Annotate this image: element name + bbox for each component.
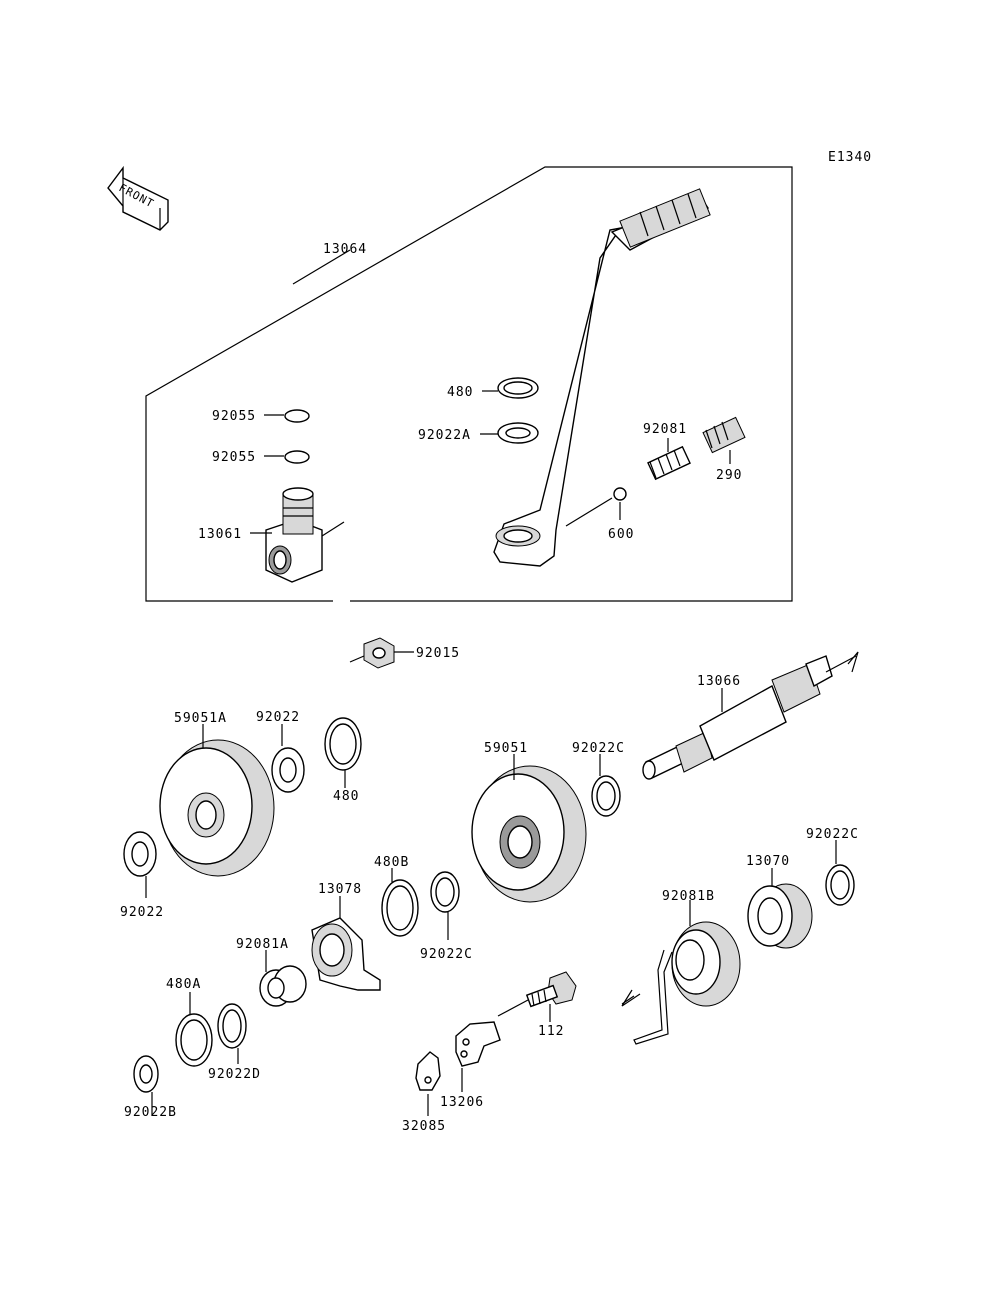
label-13066: 13066 <box>697 674 741 689</box>
label-92022C-c: 92022C <box>806 827 859 842</box>
label-13206: 13206 <box>440 1095 484 1110</box>
label-92081B: 92081B <box>662 889 715 904</box>
part-59051A-gear <box>159 739 275 877</box>
kick-pedal-arm <box>493 188 711 567</box>
part-13070-spring-guide <box>747 883 813 949</box>
label-92022D: 92022D <box>208 1067 261 1082</box>
label-92022-top: 92022 <box>256 710 300 725</box>
part-59051-gear <box>471 765 587 903</box>
label-92022C-a: 92022C <box>572 741 625 756</box>
label-480-top: 480 <box>447 385 473 400</box>
label-480A: 480A <box>166 977 201 992</box>
label-92022-left: 92022 <box>120 905 164 920</box>
part-92081B-torsion-spring <box>621 921 741 1045</box>
label-112: 112 <box>538 1024 564 1039</box>
label-92081-top: 92081 <box>643 422 687 437</box>
label-92015: 92015 <box>416 646 460 661</box>
part-13206-guide <box>455 1021 501 1067</box>
label-92022B: 92022B <box>124 1105 177 1120</box>
assembly-boundary-13064 <box>145 166 793 602</box>
label-32085: 32085 <box>402 1119 446 1134</box>
front-arrow-icon: FRONT <box>107 165 169 231</box>
part-13078-ratchet <box>311 917 381 991</box>
label-13070: 13070 <box>746 854 790 869</box>
label-92055-b: 92055 <box>212 450 256 465</box>
label-13078: 13078 <box>318 882 362 897</box>
part-92055-oring-b <box>284 450 310 464</box>
label-92081A: 92081A <box>236 937 289 952</box>
part-32085-stopper <box>415 1051 441 1091</box>
label-92055-a: 92055 <box>212 409 256 424</box>
label-480-mid: 480 <box>333 789 359 804</box>
part-112-bolt <box>525 971 577 1008</box>
part-600-ball <box>613 487 627 501</box>
label-290: 290 <box>716 468 742 483</box>
label-480B: 480B <box>374 855 409 870</box>
part-92055-oring-a <box>284 409 310 423</box>
leader-13064 <box>292 249 351 285</box>
part-290-plunger <box>702 416 746 454</box>
part-92015-nut <box>349 637 395 669</box>
label-59051A: 59051A <box>174 711 227 726</box>
label-92022A: 92022A <box>418 428 471 443</box>
part-13061-lever-boss <box>265 487 345 583</box>
part-92081-spring <box>647 445 691 481</box>
part-92081A-spring <box>259 965 307 1007</box>
diagram-code: E1340 <box>828 150 872 165</box>
label-92022C-b: 92022C <box>420 947 473 962</box>
part-13066-kick-shaft <box>642 651 859 780</box>
label-600: 600 <box>608 527 634 542</box>
label-13061: 13061 <box>198 527 242 542</box>
label-13064: 13064 <box>323 242 367 257</box>
label-59051: 59051 <box>484 741 528 756</box>
